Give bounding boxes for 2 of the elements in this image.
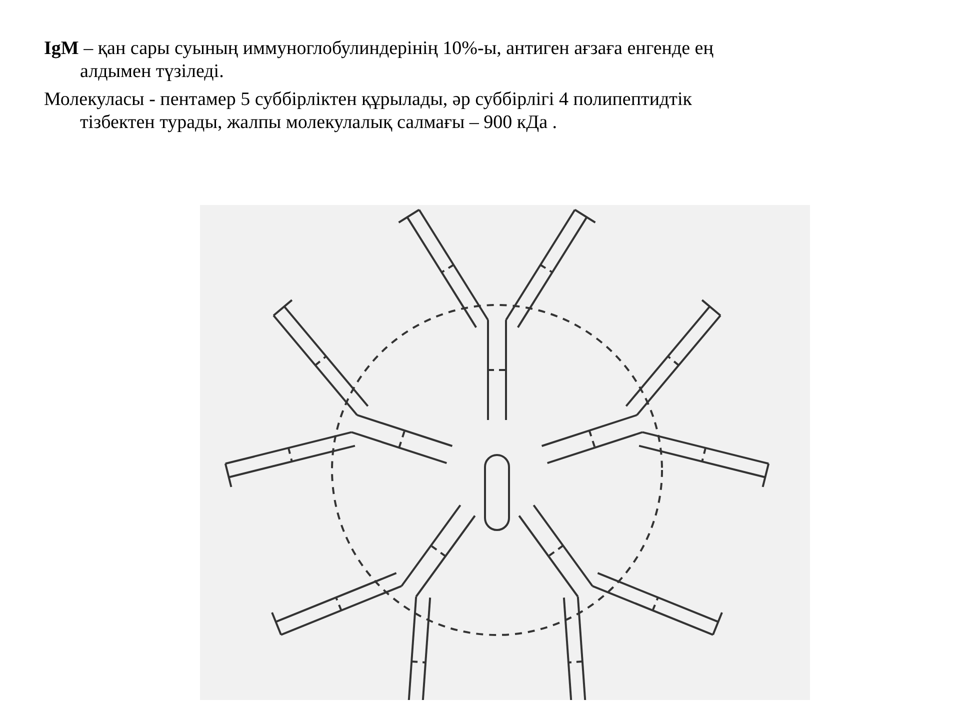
text-paragraph: Молекуласы - пентамер 5 суббірліктен құрылады, әр суббірлігі 4 полипептидтік тізбектен турады, жалпы молекулалық салмағы – 900 кДа . xyxy=(44,88,693,134)
text-paragraph: IgM – қан сары суының иммуноглобулиндерінің 10%-ы, антиген ағзаға енгенде ең алдымен түзіледі. xyxy=(44,37,714,83)
